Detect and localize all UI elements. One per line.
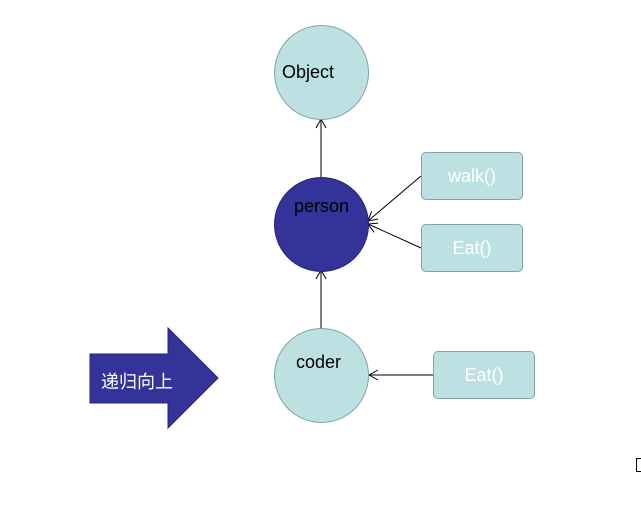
corner-mark (636, 458, 641, 472)
coder-label: coder (296, 352, 342, 372)
edge-walk-to-person (367, 175, 422, 222)
person-label: person (294, 196, 350, 216)
person-node (274, 177, 369, 272)
object-node (274, 25, 369, 120)
object-label: Object (282, 62, 335, 82)
big-right-arrow (89, 326, 219, 430)
coder-eat-method-box: Eat() (433, 351, 535, 399)
coder-node (274, 328, 369, 423)
edge-eat-to-person (367, 222, 422, 249)
person-eat-method-box: Eat() (421, 224, 523, 272)
walk-method-box: walk() (421, 152, 523, 200)
big-arrow-label: 递归向上 (101, 372, 173, 393)
